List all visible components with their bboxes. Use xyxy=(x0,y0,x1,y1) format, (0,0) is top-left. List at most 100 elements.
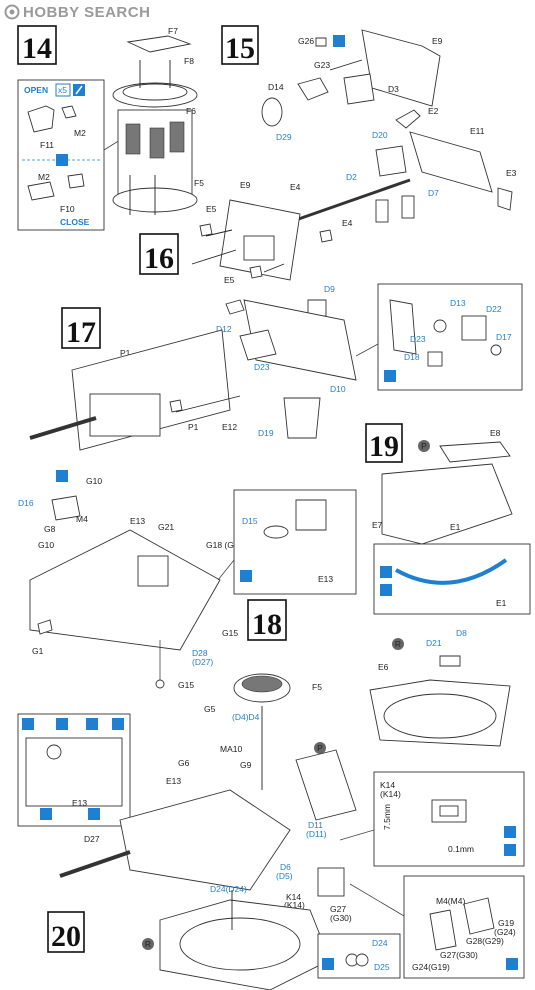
glue-icon-20d xyxy=(322,958,334,970)
label-m4-callout: M4(M4) xyxy=(436,896,465,906)
label-f5: F5 xyxy=(194,178,204,188)
label-g1: G1 xyxy=(32,646,44,656)
label-d27-paren: (D27) xyxy=(192,657,213,667)
label-f8: F8 xyxy=(184,56,194,66)
m2-label-2: M2 xyxy=(38,172,50,182)
label-e13-3: E13 xyxy=(72,798,87,808)
label-f5-2: F5 xyxy=(312,682,322,692)
label-d12: D12 xyxy=(216,324,232,334)
step-18-inset xyxy=(233,489,357,595)
label-f6: F6 xyxy=(186,106,196,116)
step-14: 14 OPEN x5 M2 F11 M2 F10 CLOSE xyxy=(17,25,204,231)
cement-icon-20e xyxy=(88,808,100,820)
label-d24-2: D24 xyxy=(372,938,388,948)
label-e8: E8 xyxy=(490,428,501,438)
label-d19: D19 xyxy=(258,428,274,438)
label-g18: G18 (G18) xyxy=(206,540,246,550)
step-15: 15 G26 G23 E9 D14 D3 D29 E2 D20 E11 D2 D… xyxy=(221,25,517,224)
step-19: 19 P E8 E7 E1 E1 xyxy=(365,423,531,615)
turret-shell-part xyxy=(29,529,221,651)
gun-cradle-part xyxy=(409,131,493,193)
dimension-7-5mm: 7.5mm xyxy=(382,804,392,830)
label-d29: D29 xyxy=(276,132,292,142)
label-e6: E6 xyxy=(378,662,389,672)
label-d17: D17 xyxy=(496,332,512,342)
glue-icon-19 xyxy=(380,584,392,596)
step-16-number: 16 xyxy=(144,242,174,275)
step-17-box xyxy=(61,307,101,349)
label-g30-paren: (G30) xyxy=(330,913,352,923)
step-20-box xyxy=(47,911,85,953)
label-g9: G9 xyxy=(240,760,252,770)
label-k14-callout-paren: (K14) xyxy=(380,789,401,799)
label-d24: D24(D24) xyxy=(210,884,247,894)
label-g26: G26 xyxy=(298,36,314,46)
glue-icon-20b xyxy=(504,844,516,856)
label-d27: D27 xyxy=(84,834,100,844)
step-16-box xyxy=(139,233,179,275)
dimension-0-1mm: 0.1mm xyxy=(448,844,474,854)
cement-icon-20c xyxy=(112,718,124,730)
label-g23: G23 xyxy=(314,60,330,70)
label-d23: D23 xyxy=(254,362,270,372)
m2-label: M2 xyxy=(74,128,86,138)
mantlet-part xyxy=(361,29,441,107)
label-d23-2: D23 xyxy=(410,334,426,344)
label-d4: (D4)D4 xyxy=(232,712,260,722)
remove-mark-r-text: R xyxy=(395,639,401,649)
step-18-box xyxy=(247,599,287,641)
stowage-bin-part xyxy=(283,397,321,439)
label-d8: D8 xyxy=(456,628,467,638)
label-d18: D18 xyxy=(404,352,420,362)
label-e13-4: E13 xyxy=(166,776,181,786)
watermark-text: HOBBY SEARCH xyxy=(23,3,151,21)
label-g8: G8 xyxy=(44,524,56,534)
glue-icon-18 xyxy=(240,570,252,582)
label-g21: G21 xyxy=(158,522,174,532)
hobby-search-logo-icon xyxy=(4,4,20,20)
cement-icon-20g xyxy=(504,826,516,838)
x5-badge xyxy=(55,83,71,97)
label-e12: E12 xyxy=(222,422,237,432)
label-d6: D6 xyxy=(280,862,291,872)
label-g27: G27 xyxy=(330,904,346,914)
label-e1: E1 xyxy=(450,522,461,532)
step-18: 18 G10 D16 M4 G8 G10 E13 G21 G18 (G18) G… xyxy=(18,470,357,690)
label-g5: G5 xyxy=(204,704,216,714)
label-d11: D11 xyxy=(308,820,323,830)
label-g24-callout: G24(G19) xyxy=(412,962,450,972)
cement-icon xyxy=(56,154,68,166)
step-15-number: 15 xyxy=(225,32,255,65)
step-20-number: 20 xyxy=(51,920,81,953)
hatch-open-part xyxy=(27,105,55,133)
label-d16: D16 xyxy=(18,498,34,508)
label-g10-2: G10 xyxy=(38,540,54,550)
remove-mark-r-20-text: R xyxy=(145,939,151,949)
step-14-box xyxy=(17,25,57,65)
step-15-box xyxy=(221,25,259,65)
f10-label: F10 xyxy=(60,204,75,214)
label-e13-2: E13 xyxy=(318,574,333,584)
label-e7: E7 xyxy=(372,520,383,530)
step-17-number: 17 xyxy=(66,316,96,349)
step-17: 17 D9 D12 D23 D10 P1 P1 E12 D19 D13 D22 … xyxy=(29,283,523,451)
label-d9: D9 xyxy=(324,284,335,294)
close-label: CLOSE xyxy=(60,217,90,227)
label-d2: D2 xyxy=(346,172,357,182)
label-g28: G28(G29) xyxy=(466,936,504,946)
f11-label: F11 xyxy=(40,140,54,150)
cement-icon-19 xyxy=(380,566,392,578)
cement-icon-15 xyxy=(333,35,345,47)
label-ma10: MA10 xyxy=(220,744,242,754)
glue-icon-17 xyxy=(384,370,396,382)
step-16: 16 E9 E4 E5 E4 E5 xyxy=(139,180,353,285)
hobby-search-watermark: HOBBY SEARCH xyxy=(4,3,150,21)
remove-mark-r-20 xyxy=(142,938,154,950)
label-f7: F7 xyxy=(168,26,178,36)
turret-bustle-part xyxy=(381,463,513,545)
remove-mark-r xyxy=(392,638,404,650)
label-d20: D20 xyxy=(372,130,388,140)
label-k14: K14 xyxy=(286,892,301,902)
label-e11: E11 xyxy=(470,126,485,136)
